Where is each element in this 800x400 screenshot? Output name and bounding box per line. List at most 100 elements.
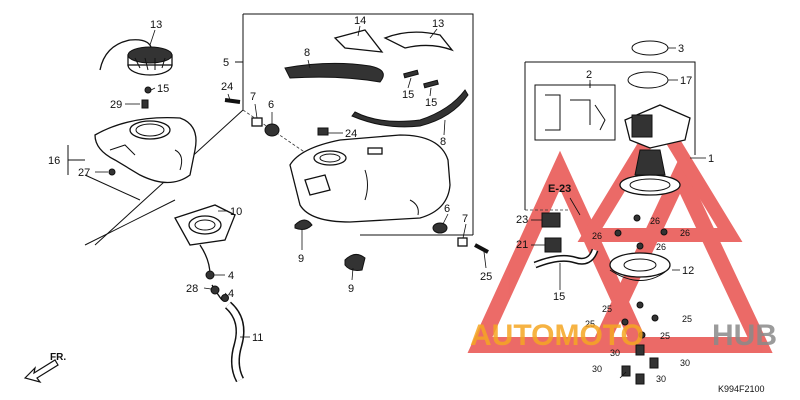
callout-24-upper: 24 — [221, 81, 233, 93]
collar-7-lower — [457, 237, 468, 247]
bolt-30-a — [635, 344, 645, 356]
pad-15-b — [423, 79, 439, 89]
callout-23: 15 — [157, 83, 169, 95]
watermark-text: AUTOMOTO HUB — [470, 319, 777, 352]
clip-22 — [317, 127, 329, 136]
screw-23 — [144, 86, 152, 94]
tank-group-bracket — [243, 13, 474, 235]
bolt-30-c — [621, 365, 631, 377]
callout-30-b: 30 — [680, 358, 690, 368]
washer-25-b — [651, 314, 659, 322]
callout-19: 21 — [516, 239, 528, 251]
decal-14 — [333, 29, 384, 53]
clamp-28 — [210, 285, 220, 295]
callout-30-d: 30 — [656, 374, 666, 384]
reference-e23: E-23 — [548, 183, 571, 195]
callout-29: 29 — [110, 99, 122, 111]
bolt-24-upper — [224, 98, 241, 104]
clamp-4-upper — [205, 270, 215, 280]
washer-25-a — [636, 301, 644, 309]
callout-25-d: 25 — [660, 331, 670, 341]
watermark-triangle-top — [577, 106, 743, 242]
grommet-6-lower — [432, 222, 448, 234]
sender-bracket — [545, 94, 561, 131]
pad-15-a — [403, 69, 419, 79]
fuel-pump — [619, 104, 691, 196]
cushion-9-upper — [294, 219, 313, 230]
bolt-24-lower — [474, 243, 489, 254]
sender-inner-box — [534, 84, 616, 141]
callout-labels: 13 15 29 16 27 10 4 28 4 11 5 8 24 7 6 2… — [48, 15, 714, 384]
plate-12 — [609, 252, 671, 278]
callout-4-upper: 4 — [228, 270, 234, 282]
clip-27 — [108, 168, 116, 176]
leader-lines — [95, 25, 706, 379]
decal-13 — [383, 31, 454, 52]
washer-25-d — [638, 331, 646, 339]
drain-tube-inner — [225, 302, 243, 382]
callout-26-a: 26 — [650, 216, 660, 226]
callout-3: 3 — [678, 43, 684, 55]
callout-16: 16 — [48, 155, 60, 167]
collar-7-upper — [251, 117, 263, 127]
washer-26-c — [614, 229, 622, 237]
callout-25-b: 25 — [682, 314, 692, 324]
o-ring-3 — [631, 40, 669, 56]
callout-10: 10 — [230, 206, 242, 218]
callout-9-upper: 9 — [298, 253, 304, 265]
washer-25-c — [621, 318, 629, 326]
callout-27: 27 — [78, 167, 90, 179]
bolt-29 — [141, 99, 149, 109]
callout-8-upper: 8 — [304, 47, 310, 59]
front-direction-arrow: FR. — [23, 352, 66, 384]
fuel-tank — [289, 134, 451, 223]
sender-group-bracket — [525, 61, 696, 155]
callout-30-c: 30 — [592, 364, 602, 374]
callout-7-lower: 7 — [462, 213, 468, 225]
clamp-4-lower — [221, 294, 229, 302]
washer-26-a — [633, 214, 641, 222]
callout-13: 13 — [432, 18, 444, 30]
drawing-code: K994F2100 — [718, 384, 765, 394]
callout-28: 28 — [186, 283, 198, 295]
fuel-cap — [99, 39, 173, 76]
watermark-hub: HUB — [712, 319, 777, 352]
watermark-triangle-left — [467, 150, 653, 353]
callout-5: 5 — [223, 57, 229, 69]
seal-18 — [627, 71, 669, 89]
filler-neck — [174, 204, 236, 246]
callout-26-b: 26 — [680, 228, 690, 238]
callout-26-c: 26 — [592, 231, 602, 241]
callout-20: 23 — [516, 214, 528, 226]
callout-22: 24 — [345, 128, 357, 140]
callout-21: 13 — [150, 19, 162, 31]
fuel-hose-17-inner — [534, 249, 597, 267]
callout-1: 1 — [708, 153, 714, 165]
callout-2: 2 — [586, 69, 592, 81]
tank-cover — [94, 116, 197, 184]
rubber-strip-8-lower — [351, 89, 469, 128]
washer-26-b — [660, 228, 668, 236]
watermark-automoto: AUTOMOTO — [470, 319, 644, 352]
callout-8-lower: 8 — [440, 136, 446, 148]
callout-24-lower: 25 — [480, 271, 492, 283]
callout-6-upper: 6 — [268, 99, 274, 111]
callout-9-lower: 9 — [348, 283, 354, 295]
breather-hose — [199, 244, 211, 276]
callout-25-c: 25 — [585, 319, 595, 329]
cushion-9-lower — [344, 254, 366, 271]
front-label: FR. — [50, 352, 66, 363]
callout-12: 12 — [682, 265, 694, 277]
callout-26-d: 26 — [656, 242, 666, 252]
rubber-strip-8-upper — [284, 62, 384, 83]
callout-15-a: 15 — [402, 89, 414, 101]
callout-15-b: 15 — [425, 97, 437, 109]
grommet-6-upper — [264, 123, 280, 137]
callout-25-a: 25 — [602, 304, 612, 314]
callout-7-upper: 7 — [250, 91, 256, 103]
connector-19 — [544, 237, 562, 253]
callout-6-lower: 6 — [444, 203, 450, 215]
callout-11: 11 — [252, 332, 263, 344]
